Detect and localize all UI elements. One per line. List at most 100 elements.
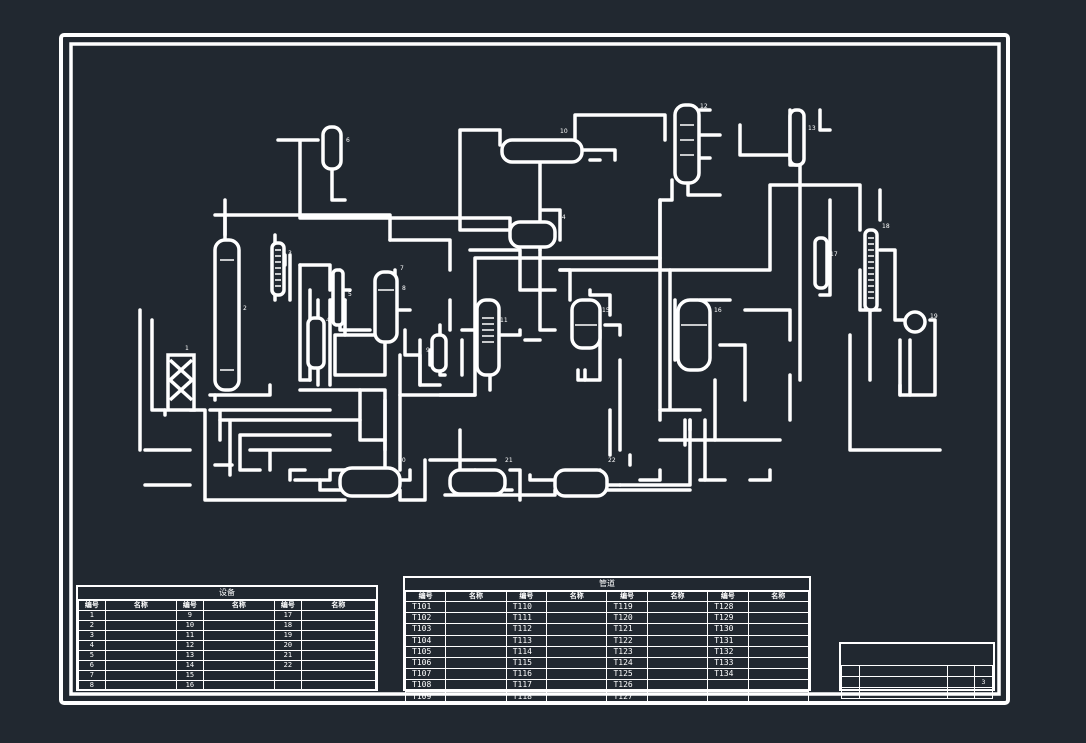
table-cell: T103 <box>404 623 447 636</box>
table-cell: T124 <box>606 656 648 670</box>
table-cell: 2 <box>78 620 106 631</box>
pipe-table-header: 编号 名称 编号 名称 编号 名称 编号 名称 <box>404 591 809 602</box>
drum-14 <box>508 220 557 249</box>
table-cell <box>300 660 377 671</box>
drum-22 <box>553 468 609 498</box>
table-cell: 11 <box>175 630 204 641</box>
table-cell <box>445 600 507 614</box>
table-cell <box>445 612 507 625</box>
table-cell: 16 <box>175 680 204 691</box>
table-cell <box>546 600 608 614</box>
table-cell <box>747 600 809 614</box>
table-cell: 15 <box>175 670 204 681</box>
header-cell: 编号 <box>175 600 204 611</box>
pipework <box>138 108 942 502</box>
table-cell <box>300 610 377 621</box>
table-cell <box>747 634 809 647</box>
table-cell <box>300 670 377 681</box>
table-cell: T106 <box>404 656 447 670</box>
table-cell: 3 <box>973 676 994 688</box>
table-cell <box>973 665 994 677</box>
tag-4: 4 <box>326 317 330 324</box>
tag-10: 10 <box>560 128 568 135</box>
table-cell <box>104 660 177 671</box>
table-cell: T101 <box>404 600 447 614</box>
table-cell: T120 <box>606 612 648 625</box>
table-cell: T129 <box>707 612 749 625</box>
tag-11: 11 <box>500 317 508 324</box>
table-cell <box>445 645 507 658</box>
tag-5: 5 <box>348 291 352 298</box>
table-cell: 20 <box>273 640 302 651</box>
tag-20: 20 <box>398 457 406 464</box>
table-cell: T116 <box>505 668 548 681</box>
table-cell <box>546 668 608 681</box>
table-cell: 19 <box>273 630 302 641</box>
table-cell: 4 <box>78 640 106 651</box>
table-cell <box>202 630 275 641</box>
table-cell <box>840 676 861 688</box>
table-cell <box>646 623 709 636</box>
table-cell <box>202 610 275 621</box>
table-cell <box>445 656 507 670</box>
table-cell: T111 <box>505 612 548 625</box>
table-cell: T134 <box>707 668 749 681</box>
table-row <box>840 687 994 699</box>
column-2 <box>213 238 241 392</box>
header-cell: 编号 <box>606 591 648 602</box>
table-cell <box>546 656 608 670</box>
table-cell: T113 <box>505 634 548 647</box>
table-cell: 3 <box>78 630 106 641</box>
table-row: 3 11 19 <box>78 630 377 641</box>
equipment-details <box>220 124 874 371</box>
table-cell: T109 <box>404 690 447 703</box>
tag-13: 13 <box>808 125 816 132</box>
tag-18: 18 <box>882 223 890 230</box>
column-11 <box>475 298 501 377</box>
table-cell <box>300 640 377 651</box>
header-cell: 编号 <box>273 600 302 611</box>
table-cell <box>273 670 302 681</box>
column-12 <box>673 103 701 185</box>
equipment-labels: 1 2 3 4 5 6 7 8 9 10 11 12 13 14 15 16 1… <box>185 103 938 464</box>
table-cell <box>646 668 709 681</box>
table-cell <box>546 612 608 625</box>
table-cell: T115 <box>505 656 548 670</box>
tag-8: 8 <box>402 285 406 292</box>
table-cell: T107 <box>404 668 447 681</box>
table-cell <box>946 676 975 688</box>
table-cell: T117 <box>505 679 548 692</box>
table-cell: 1 <box>78 610 106 621</box>
table-cell: 8 <box>78 680 106 691</box>
table-cell: T102 <box>404 612 447 625</box>
header-cell: 编号 <box>404 591 447 602</box>
header-cell: 编号 <box>505 591 548 602</box>
tag-12: 12 <box>700 103 708 110</box>
table-cell <box>300 620 377 631</box>
tag-17: 17 <box>830 251 838 258</box>
table-cell <box>104 650 177 661</box>
table-cell <box>546 623 608 636</box>
table-cell <box>646 634 709 647</box>
table-cell <box>747 690 809 703</box>
table-cell <box>747 679 809 692</box>
table-cell: 5 <box>78 650 106 661</box>
tag-15: 15 <box>602 307 610 314</box>
table-cell <box>747 645 809 658</box>
table-cell: T114 <box>505 645 548 658</box>
table-cell <box>202 680 275 691</box>
table-cell <box>747 623 809 636</box>
tag-1: 1 <box>185 345 189 352</box>
table-cell: T118 <box>505 690 548 703</box>
vessel-6 <box>321 125 343 171</box>
